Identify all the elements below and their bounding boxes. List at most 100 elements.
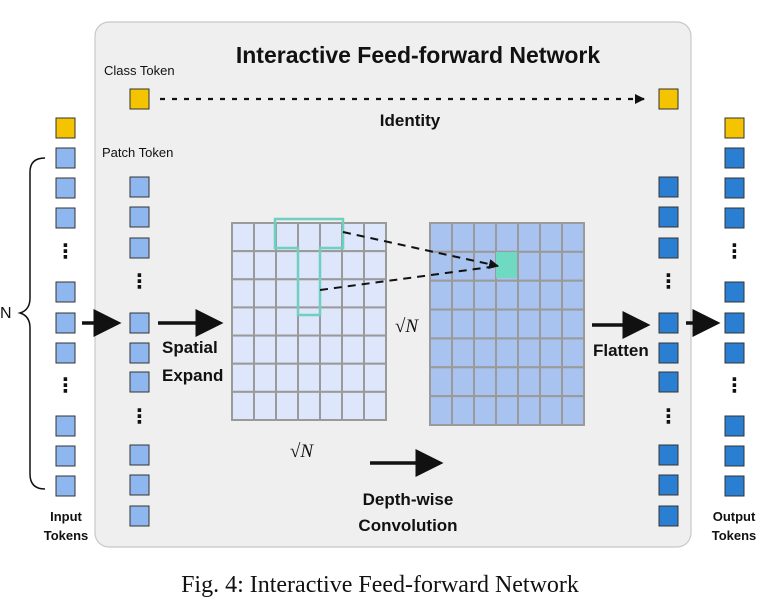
token-block: [724, 342, 745, 364]
grid-cell: [231, 278, 255, 309]
class-token: [724, 117, 745, 139]
ellipsis-dots: ⋮: [130, 271, 150, 293]
token-block: [129, 505, 150, 527]
grid-cell: [341, 306, 365, 337]
grid-cell: [517, 366, 541, 398]
grid-cell: [495, 366, 519, 398]
grid-cell: [495, 337, 519, 369]
grid-cell: [429, 366, 453, 398]
token-block: [55, 177, 76, 199]
grid-cell: [297, 250, 321, 281]
grid-cell: [231, 362, 255, 393]
token-block: [724, 177, 745, 199]
n-brace: [17, 157, 46, 490]
grid-cell: [429, 395, 453, 426]
class-token: [55, 117, 76, 139]
grid-cell: [253, 390, 277, 422]
grid-cell: [561, 337, 585, 369]
class-token-left: [129, 88, 150, 110]
token-block: [55, 445, 76, 467]
spatial-expand-label-2: Expand: [162, 366, 223, 385]
token-block: [129, 237, 150, 259]
grid-cell: [473, 337, 497, 369]
output-tokens-label-1: Output: [713, 509, 756, 524]
token-block: [724, 281, 745, 303]
n-label: N: [0, 305, 12, 322]
grid-cell: [451, 366, 475, 398]
token-block: [55, 147, 76, 169]
token-block: [658, 474, 679, 496]
identity-label: Identity: [380, 111, 441, 130]
grid-cell: [319, 278, 343, 309]
output-token-column: ⋮⋮: [724, 117, 745, 497]
token-block: [724, 207, 745, 229]
grid-cell: [341, 362, 365, 393]
grid-cell: [341, 278, 365, 309]
token-block: [129, 474, 150, 496]
grid-cell: [495, 222, 519, 253]
ellipsis-dots: ⋮: [130, 406, 150, 428]
grid-cell: [429, 222, 453, 253]
token-block: [724, 147, 745, 169]
grid-cell: [429, 250, 453, 282]
figure-caption: Fig. 4: Interactive Feed-forward Network: [181, 572, 579, 598]
grid-cell: [253, 306, 277, 337]
grid-cell: [231, 222, 255, 253]
token-block: [658, 371, 679, 393]
token-block: [129, 312, 150, 334]
grid-cell: [473, 366, 497, 398]
grid-cell: [539, 308, 563, 340]
grid-cell: [429, 308, 453, 340]
grid-cell: [363, 334, 387, 365]
grid-cell: [539, 279, 563, 311]
grid-cell: [473, 279, 497, 311]
token-block: [724, 415, 745, 437]
grid-cell: [363, 250, 387, 281]
grid-cell: [517, 308, 541, 340]
grid-cell: [495, 308, 519, 340]
grid-cell: [451, 395, 475, 426]
sqrt-n-label-side: √N: [395, 316, 419, 337]
grid-cell: [561, 250, 585, 282]
depthwise-label-1: Depth-wise: [363, 490, 454, 509]
token-block: [658, 505, 679, 527]
grid-cell: [539, 395, 563, 426]
grid-cell: [253, 250, 277, 281]
grid-cell: [297, 306, 321, 337]
panel-title: Interactive Feed-forward Network: [236, 42, 600, 68]
ellipsis-dots: ⋮: [725, 375, 745, 397]
token-block: [129, 444, 150, 466]
grid-cell: [451, 222, 475, 253]
ellipsis-dots: ⋮: [56, 241, 76, 263]
token-block: [658, 237, 679, 259]
grid-cell: [231, 250, 255, 281]
grid-cell: [495, 395, 519, 426]
token-block: [658, 312, 679, 334]
grid-cell: [473, 308, 497, 340]
grid-cell: [473, 222, 497, 253]
token-block: [55, 207, 76, 229]
grid-cell: [275, 250, 299, 281]
grid-cell: [319, 306, 343, 337]
grid-cell: [319, 390, 343, 422]
grid-cell: [275, 334, 299, 365]
depthwise-label-2: Convolution: [358, 516, 457, 535]
grid-cell: [341, 250, 365, 281]
kernel-projection-top: [342, 231, 499, 269]
input-token-column: ⋮⋮: [55, 117, 76, 497]
token-block: [55, 281, 76, 303]
grid-cell: [297, 222, 321, 253]
grid-cell: [517, 395, 541, 426]
class-token-label: Class Token: [104, 63, 175, 78]
grid-cell: [429, 337, 453, 369]
grid-cell: [231, 334, 255, 365]
grid-cell: [319, 362, 343, 393]
grid-cell: [517, 250, 541, 282]
grid-cell: [539, 337, 563, 369]
grid-cell: [363, 306, 387, 337]
token-block: [658, 176, 679, 198]
ffn-panel: [94, 21, 692, 548]
grid-cell: [429, 279, 453, 311]
grid-cell: [231, 390, 255, 422]
grid-cell: [495, 279, 519, 311]
